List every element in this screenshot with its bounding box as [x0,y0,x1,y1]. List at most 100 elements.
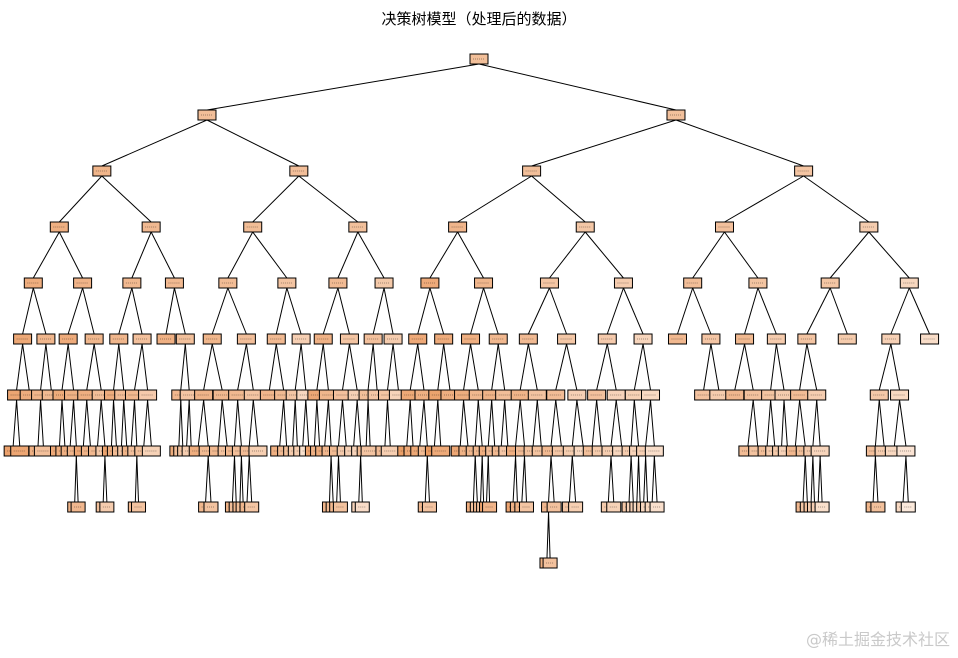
tree-edge [532,399,538,447]
tree-edge [548,287,568,335]
tree-edge [165,287,175,335]
tree-edge [568,455,573,503]
tree-edge [424,455,428,503]
tree-edge [86,399,91,447]
tree-edge [868,231,910,279]
tree-edge [239,455,242,503]
tree-edge [607,455,612,503]
tree-node [644,445,664,457]
tree-node [434,333,454,345]
tree-edge [392,343,399,391]
tree-edge [653,455,658,503]
tree-node [546,501,562,513]
tree-edge [365,399,369,447]
tree-edge [268,343,277,391]
tree-node [243,221,263,233]
tree-node [348,221,368,233]
tree-edge [596,343,608,391]
tree-edge [341,343,350,391]
tree-edge [804,455,808,503]
tree-node [156,333,176,345]
tree-edge [531,175,586,223]
tree-node [339,333,359,345]
tree-node [567,389,587,401]
tree-edge [642,343,652,391]
tree-edge [417,343,425,391]
tree-node [421,501,437,513]
tree-edge [324,399,329,447]
tree-node [474,277,494,289]
tree-node [431,445,451,457]
tree-edge [770,343,777,391]
tree-edge [783,399,788,447]
tree-edge [245,343,254,391]
tree-node [141,221,161,233]
tree-edge [477,399,483,447]
tree-edge [524,455,527,503]
tree-edge [630,455,634,503]
tree-edge [548,455,552,503]
tree-edge [474,455,478,503]
tree-edge [426,455,430,503]
tree-node [461,333,481,345]
tree-edge [367,343,374,391]
tree-edge [211,343,223,391]
tree-edge [206,63,480,111]
tree-edge [294,399,298,447]
tree-edge [73,399,77,447]
tree-node [881,333,901,345]
tree-edge [817,455,821,503]
tree-edge [86,343,95,391]
tree-node [291,333,311,345]
tree-edge [829,287,848,335]
tree-edge [584,231,624,279]
tree-edge [491,399,496,447]
tree-edge [330,455,334,503]
tree-edge [531,119,677,167]
tree-edge [100,399,106,447]
tree-edge [384,399,389,447]
tree-edge [890,343,901,391]
tree-edge [246,455,250,503]
tree-node [289,165,309,177]
tree-edge [82,287,95,335]
tree-edge [275,287,288,335]
tree-edge [752,399,759,447]
tree-edge [118,343,125,391]
tree-edge [457,175,532,223]
tree-edge [576,399,584,447]
tree-edge [16,343,24,391]
tree-edge [186,399,190,447]
tree-node [420,277,440,289]
tree-node [714,221,734,233]
tree-edge [16,399,21,447]
tree-edge [173,287,186,335]
tree-node [869,389,889,401]
tree-edge [457,231,484,279]
tree-edge [188,399,192,447]
tree-edge [744,343,754,391]
tree-edge [134,343,143,391]
tree-edge [794,399,801,447]
tree-edge [645,399,652,447]
tree-edge [104,455,108,503]
tree-node [164,277,184,289]
tree-edge [372,287,385,335]
tree-edge [275,343,285,391]
tree-edge [650,399,655,447]
tree-edge [252,399,259,447]
tree-edge [248,455,253,503]
tree-node [469,53,489,65]
tree-edge [781,399,785,447]
tree-node [36,333,56,345]
tree-edge [571,399,578,447]
tree-edge [437,343,445,391]
tree-edge [829,231,870,279]
tree-edge [810,455,814,503]
tree-node [202,333,222,345]
tree-edge [147,399,152,447]
tree-node [820,277,840,289]
tree-edge [360,455,363,503]
tree-edge [45,343,52,391]
